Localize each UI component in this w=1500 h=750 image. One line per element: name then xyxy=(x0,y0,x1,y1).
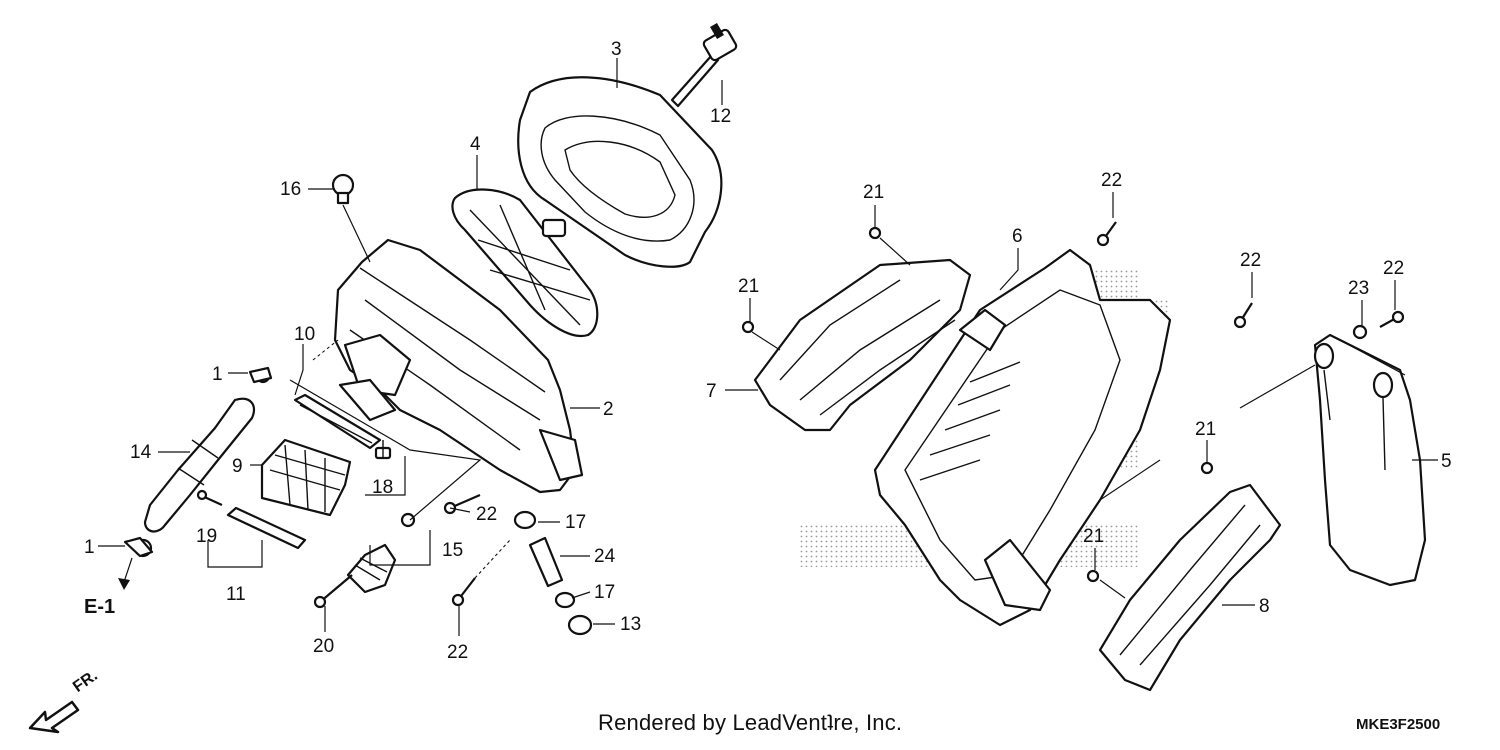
clamp-17-upper[interactable] xyxy=(513,510,537,530)
callout-22-right: 22 xyxy=(1240,250,1261,271)
callout-8: 8 xyxy=(1259,596,1270,617)
front-direction-arrow xyxy=(28,700,80,734)
air-cleaner-housing[interactable] xyxy=(873,248,1172,627)
callout-2: 2 xyxy=(603,399,614,420)
callout-21-left: 21 xyxy=(738,276,759,297)
callout-3: 3 xyxy=(611,39,622,60)
callout-22-left-upper: 22 xyxy=(476,504,497,525)
reference-arrow xyxy=(118,557,133,590)
callout-21-top: 21 xyxy=(863,182,884,203)
callout-17-upper: 17 xyxy=(565,512,586,533)
screw-20[interactable] xyxy=(313,574,353,609)
callout-16: 16 xyxy=(280,179,301,200)
callout-21-mid: 21 xyxy=(1195,419,1216,440)
screw-21-left[interactable] xyxy=(741,320,755,334)
screw-22-far-right[interactable] xyxy=(1379,310,1405,328)
callout-5: 5 xyxy=(1441,451,1452,472)
screw-22-left-lower[interactable] xyxy=(451,577,476,607)
air-cleaner-case[interactable] xyxy=(333,238,584,494)
wing-bolt[interactable] xyxy=(670,22,738,108)
callout-9: 9 xyxy=(232,456,243,477)
air-filter-element[interactable] xyxy=(517,76,723,268)
screw-21-lower[interactable] xyxy=(1086,569,1100,583)
clamp-17-lower[interactable] xyxy=(554,591,576,609)
cap-13[interactable] xyxy=(567,614,593,636)
callout-14: 14 xyxy=(130,442,152,463)
filter-cage[interactable] xyxy=(451,188,599,338)
side-duct-left[interactable] xyxy=(753,258,972,432)
screw-22-right[interactable] xyxy=(1233,302,1253,329)
callout-4: 4 xyxy=(470,134,481,155)
callout-22-left-lower: 22 xyxy=(447,642,468,663)
callout-22-top: 22 xyxy=(1101,170,1122,191)
washer-23[interactable] xyxy=(1352,324,1368,340)
plate-11[interactable] xyxy=(226,506,307,550)
callout-1-lower: 1 xyxy=(84,537,95,558)
hose-clamp-lower[interactable] xyxy=(123,536,154,558)
callout-7: 7 xyxy=(706,381,717,402)
side-cover[interactable] xyxy=(1313,333,1427,587)
callout-18: 18 xyxy=(372,477,393,498)
screw-18[interactable] xyxy=(374,440,392,460)
diagram-code: MKE3F2500 xyxy=(1356,716,1441,733)
callout-1-upper: 1 xyxy=(212,364,223,385)
render-credit: Rendered by LeadVentʇre, Inc. xyxy=(598,710,903,735)
callout-6: 6 xyxy=(1012,226,1023,247)
callout-15: 15 xyxy=(442,540,463,561)
reference-label: E-1 xyxy=(84,596,116,618)
callout-24: 24 xyxy=(594,546,616,567)
callout-21-lower: 21 xyxy=(1083,526,1104,547)
bolt-16[interactable] xyxy=(331,173,355,205)
breather-hose[interactable] xyxy=(143,397,256,533)
hose-clamp-upper[interactable] xyxy=(248,366,273,384)
reed-plate[interactable] xyxy=(293,393,382,450)
reed-valve[interactable] xyxy=(260,438,352,517)
callout-19: 19 xyxy=(196,526,217,547)
screw-21-mid[interactable] xyxy=(1200,461,1214,475)
callout-10: 10 xyxy=(294,324,315,345)
screw-22-top[interactable] xyxy=(1096,221,1117,247)
side-duct-right[interactable] xyxy=(1098,483,1282,692)
duct-joint[interactable] xyxy=(346,512,416,594)
callout-12: 12 xyxy=(710,106,731,127)
screw-19[interactable] xyxy=(196,489,223,507)
leader-lines xyxy=(98,58,1438,636)
callout-20: 20 xyxy=(313,636,334,657)
callout-17-lower: 17 xyxy=(594,582,615,603)
callout-11: 11 xyxy=(226,584,246,605)
callout-numbers: 3 12 4 16 10 1 2 14 9 18 22 17 19 1 15 2… xyxy=(84,39,1452,663)
screw-21-top[interactable] xyxy=(868,226,882,240)
tube-24[interactable] xyxy=(528,536,564,588)
callout-23: 23 xyxy=(1348,278,1369,299)
callout-22-far-right: 22 xyxy=(1383,258,1404,279)
callout-13: 13 xyxy=(620,614,641,635)
